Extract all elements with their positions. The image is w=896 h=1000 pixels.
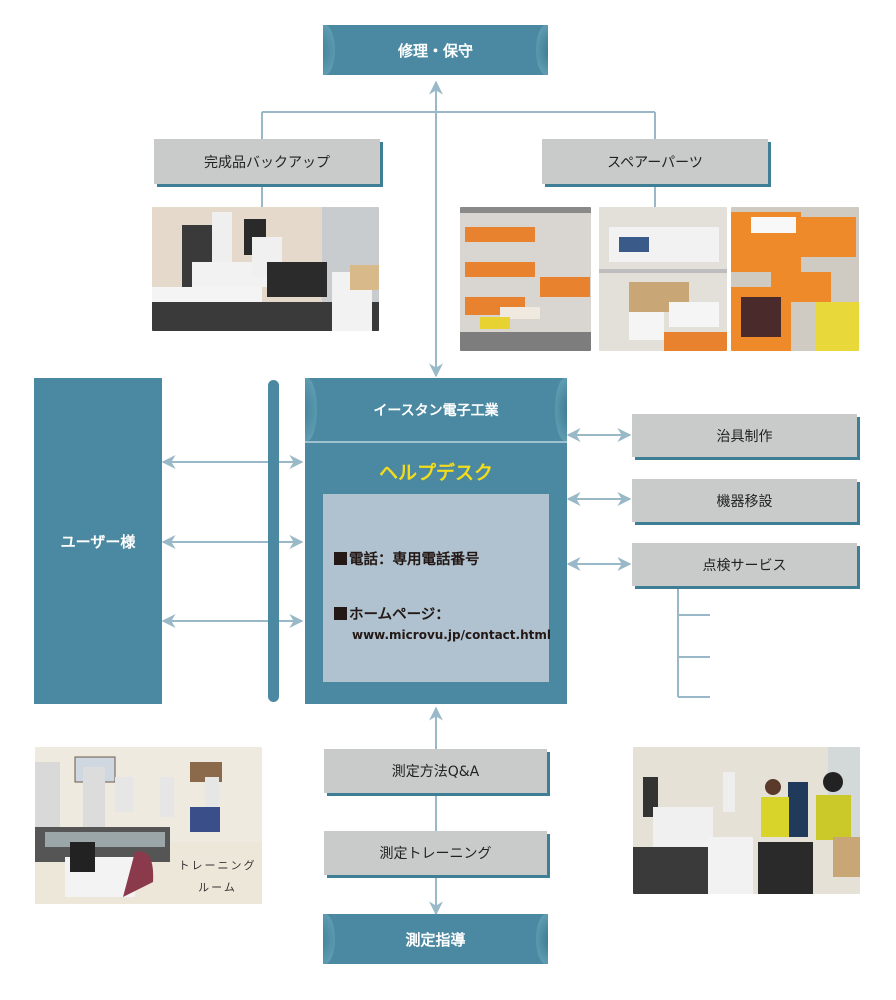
bullet-square-icon [334, 552, 347, 565]
channel-bar [268, 380, 279, 702]
spare-parts-photo-2 [599, 207, 727, 351]
spare-shelves-image-2 [599, 207, 727, 351]
backup-machines-photo [152, 207, 379, 331]
spare-shelves-image-3 [731, 207, 859, 351]
service-label: 治具制作 [716, 428, 773, 445]
box-cap-right [536, 25, 548, 75]
finished-backup-label: 完成品バックアップ [204, 154, 330, 171]
backup-machines-image [152, 207, 379, 331]
spare-parts-label: スペアーパーツ [607, 154, 703, 171]
training-box: 測定トレーニング [324, 831, 547, 875]
users-box: ユーザー様 [34, 378, 162, 704]
users-label: ユーザー様 [60, 532, 136, 551]
training-room-caption-1: トレーニング [178, 859, 257, 872]
company-name: イースタン電子工業 [373, 402, 499, 419]
guidance-label: 測定指導 [405, 930, 466, 949]
contact-panel: 電話：専用電話番号 ホームページ： www.microvu.jp/contact… [323, 494, 551, 682]
repair-maintenance-box: 修理・保守 [323, 25, 548, 75]
spare-shelves-image-1 [460, 207, 591, 351]
training-room-image [35, 747, 262, 904]
box-cap-left [323, 25, 335, 75]
box-cap-right [536, 914, 548, 964]
service-box-jig: 治具制作 [632, 414, 857, 457]
spare-parts-photo-1 [460, 207, 591, 351]
instruction-photo [633, 747, 860, 894]
homepage-line: ホームページ： [334, 603, 450, 624]
repair-maintenance-label: 修理・保守 [397, 41, 473, 60]
box-cap-right [555, 378, 567, 441]
helpdesk-box: イースタン電子工業 ヘルプデスク 電話：専用電話番号 ホームページ： www.m… [305, 378, 567, 704]
training-room-caption-2: ルーム [198, 881, 237, 894]
homepage-url[interactable]: www.microvu.jp/contact.html [352, 628, 551, 642]
training-room-photo: トレーニング ルーム [35, 747, 262, 904]
bullet-square-icon [334, 607, 347, 620]
phone-line: 電話：専用電話番号 [334, 548, 480, 569]
homepage-label: ホームページ： [349, 607, 450, 623]
service-box-inspection: 点検サービス [632, 543, 857, 586]
spare-parts-photo-3 [731, 207, 859, 351]
service-label: 機器移設 [716, 493, 773, 510]
spare-parts-box: スペアーパーツ [542, 139, 768, 184]
finished-backup-box: 完成品バックアップ [154, 139, 380, 184]
box-cap-left [305, 378, 317, 441]
service-box-relocation: 機器移設 [632, 479, 857, 522]
helpdesk-title: ヘルプデスク [378, 462, 493, 484]
company-header: イースタン電子工業 [305, 378, 567, 443]
service-label: 点検サービス [702, 557, 787, 574]
phone-label: 電話：専用電話番号 [349, 552, 480, 568]
guidance-box: 測定指導 [323, 914, 548, 964]
instruction-image [633, 747, 860, 894]
qa-box: 測定方法Q&A [324, 749, 547, 793]
qa-label: 測定方法Q&A [391, 764, 480, 780]
training-label: 測定トレーニング [379, 846, 492, 862]
box-cap-left [323, 914, 335, 964]
